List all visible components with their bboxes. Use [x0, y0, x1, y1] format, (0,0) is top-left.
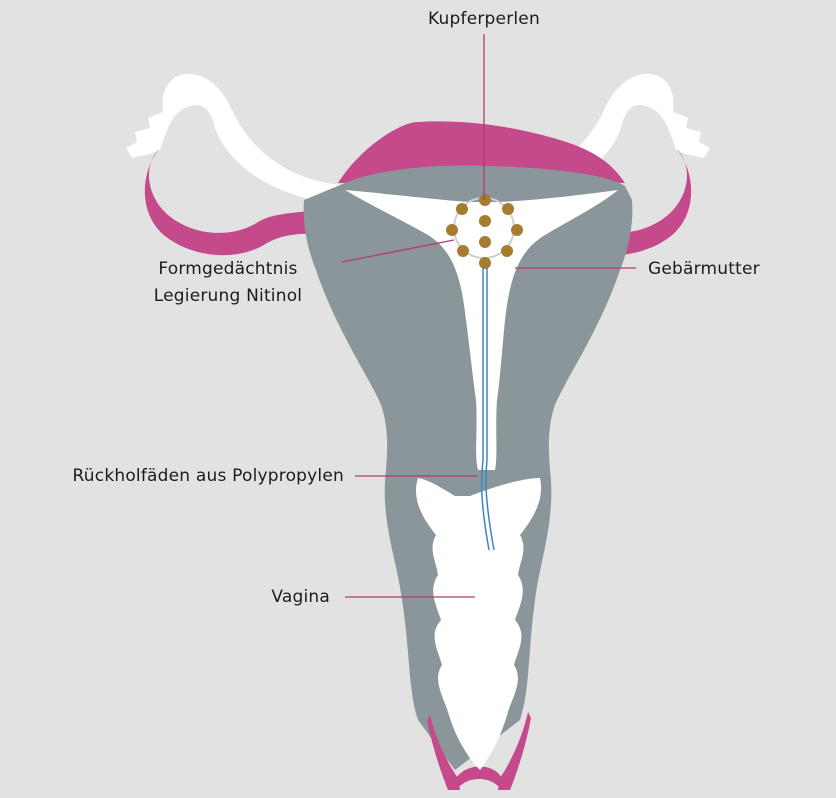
copper-bead — [457, 245, 469, 257]
vaginal-opening — [455, 767, 503, 789]
copper-bead — [456, 203, 468, 215]
copper-bead — [479, 215, 491, 227]
label-shape-memory-line2: Legierung Nitinol — [128, 285, 328, 307]
copper-bead — [479, 194, 491, 206]
label-copper-beads: Kupferperlen — [384, 8, 584, 30]
label-uterus: Gebärmutter — [648, 258, 760, 280]
copper-bead — [501, 245, 513, 257]
copper-bead — [446, 224, 458, 236]
copper-bead — [502, 203, 514, 215]
copper-bead — [511, 224, 523, 236]
label-shape-memory-line1: Formgedächtnis — [128, 258, 328, 280]
copper-bead — [479, 257, 491, 269]
label-vagina: Vagina — [180, 586, 330, 608]
copper-bead — [479, 236, 491, 248]
label-retrieval-threads: Rückholfäden aus Polypropylen — [0, 465, 344, 487]
fallopian-tube-left — [126, 74, 345, 205]
